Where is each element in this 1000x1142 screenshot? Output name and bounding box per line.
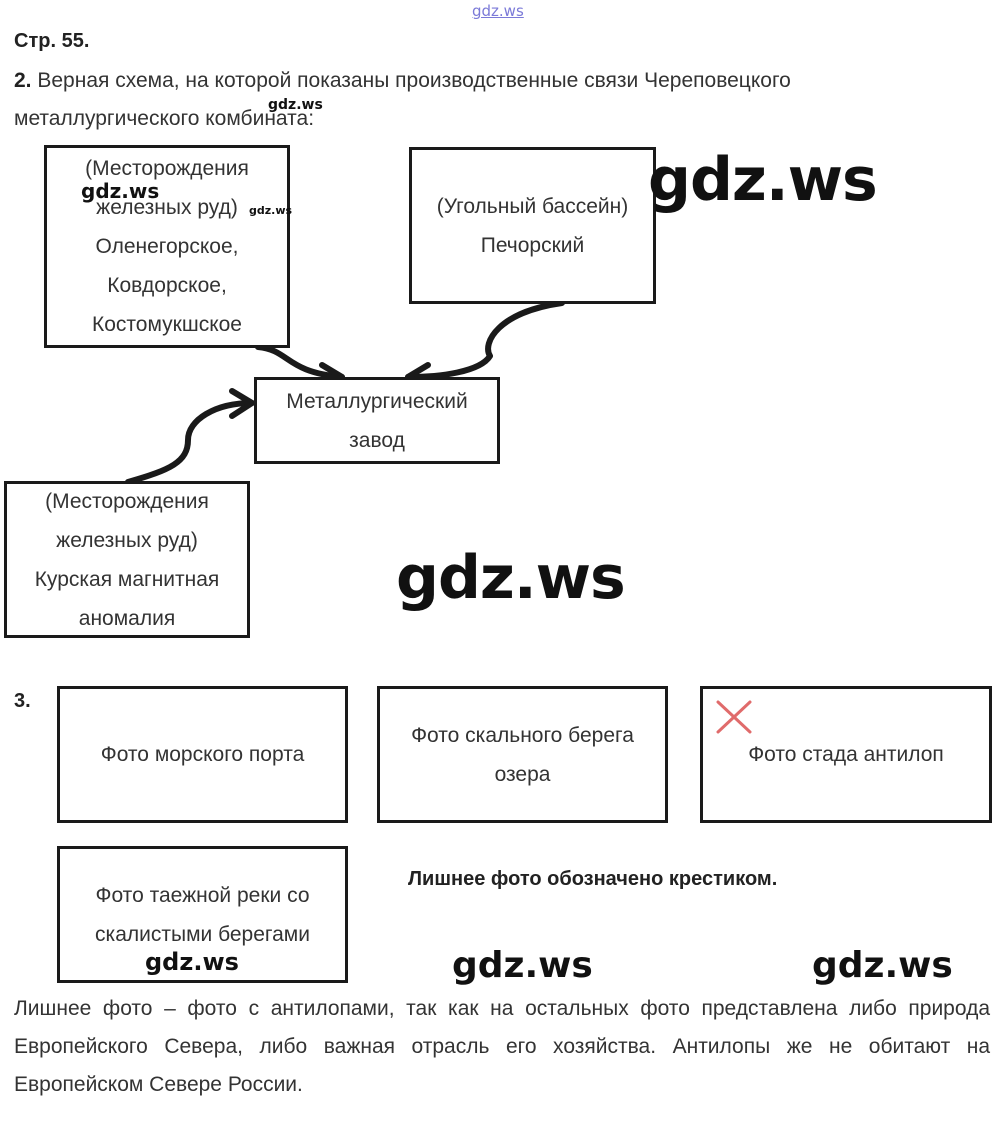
photo-4-line-1: Фото таежной реки со — [95, 883, 310, 907]
watermark-top: gdz.ws — [472, 2, 524, 20]
box-kursk-line-3: Курская магнитная — [34, 567, 220, 591]
arrowhead-iron-kursk — [229, 388, 255, 419]
box-iron-north-line-3: Оленегорское, — [95, 235, 239, 258]
box-coal-basin: (Угольный бассейн) Печорский — [409, 147, 656, 304]
watermark-mid-2: gdz.ws — [812, 945, 953, 986]
box-coal-line-1: (Угольный бассейн) — [436, 194, 629, 218]
page-reference: Стр. 55. — [14, 30, 90, 52]
watermark-small-2: gdz.ws — [81, 179, 160, 203]
photo-box-taiga-river: Фото таежной реки со скалистыми берегами — [57, 846, 348, 983]
photo-2-line-2: озера — [494, 762, 551, 786]
box-iron-north-line-2: железных руд) — [96, 196, 238, 219]
arrow-iron-north-to-plant — [255, 344, 345, 380]
question-2-line-1: 2. Верная схема, на которой показаны про… — [14, 62, 791, 100]
photo-3-line-1: Фото стада антилоп — [748, 743, 944, 766]
watermark-mid-1: gdz.ws — [452, 945, 593, 986]
box-plant-line-2: завод — [349, 428, 405, 452]
question-2-text-2: металлургического комбината: — [14, 107, 315, 130]
photo-box-sea-port: Фото морского порта — [57, 686, 348, 823]
box-metallurgical-plant: Металлургический завод — [254, 377, 500, 464]
question-2-number: 2. — [14, 69, 32, 92]
question-2-text-1: Верная схема, на которой показаны произв… — [31, 69, 791, 92]
box-iron-north-line-5: Костомукшское — [92, 313, 242, 336]
photo-2-line-1: Фото скального берега — [411, 723, 634, 747]
photo-4-line-2: скалистыми берегами — [95, 922, 310, 946]
watermark-small-3: gdz.ws — [145, 948, 239, 976]
box-iron-north-line-1: (Месторождения — [85, 157, 249, 180]
answer-explanation: Лишнее фото – фото с антилопами, так как… — [14, 997, 990, 1096]
box-kursk-line-1: (Месторождения — [45, 489, 209, 513]
cross-mark-icon — [716, 700, 752, 734]
box-iron-ore-kursk: (Месторождения железных руд) Курская маг… — [4, 481, 250, 638]
photo-box-antelopes: Фото стада антилоп — [700, 686, 992, 823]
photo-1-line-1: Фото морского порта — [100, 743, 305, 766]
extra-photo-note: Лишнее фото обозначено крестиком. — [408, 868, 778, 890]
arrow-coal-to-plant — [405, 300, 565, 380]
box-plant-line-1: Металлургический — [286, 389, 468, 413]
box-iron-ore-north: (Месторождения железных руд) Оленегорско… — [44, 145, 290, 348]
box-coal-line-2: Печорский — [480, 233, 585, 257]
box-kursk-line-2: железных руд) — [56, 528, 198, 552]
watermark-large-2: gdz.ws — [396, 543, 626, 613]
watermark-tiny: gdz.ws — [249, 204, 293, 217]
box-kursk-line-4: аномалия — [78, 606, 176, 630]
question-3-number: 3. — [14, 690, 31, 712]
arrow-iron-kursk-to-plant — [125, 400, 255, 485]
watermark-large-1: gdz.ws — [648, 145, 878, 215]
box-iron-north-line-4: Ковдорское, — [107, 274, 227, 297]
photo-box-rocky-shore: Фото скального берега озера — [377, 686, 668, 823]
watermark-small-1: gdz.ws — [268, 97, 323, 113]
